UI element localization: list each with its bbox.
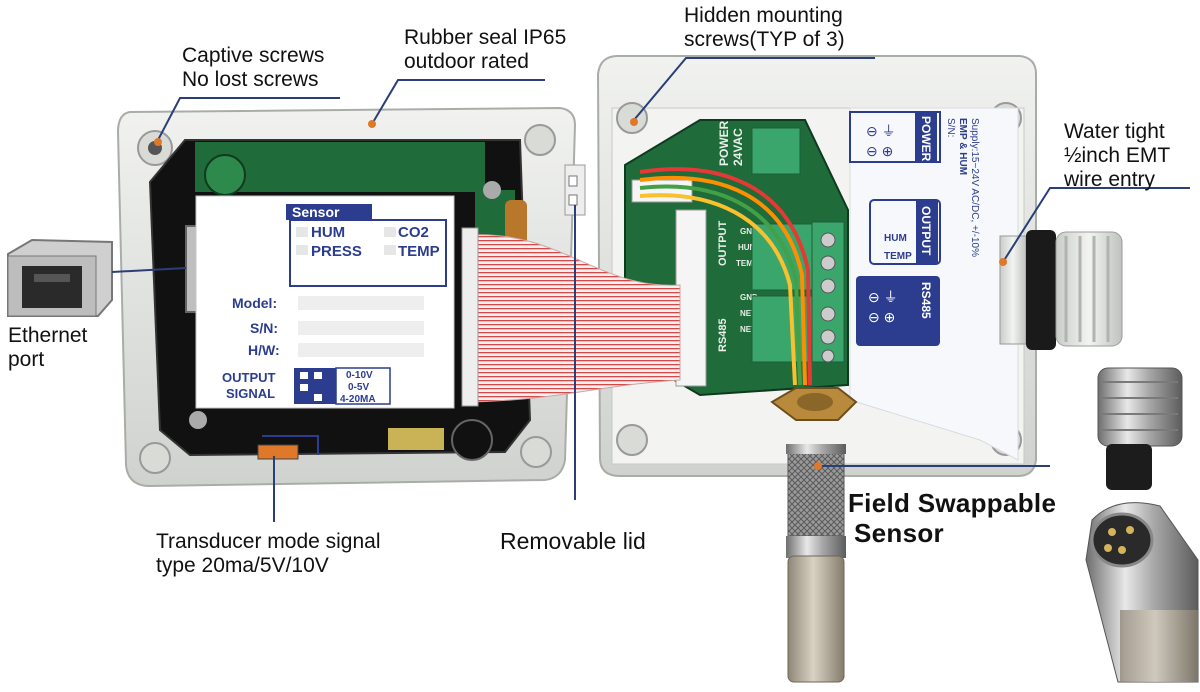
terminal-net-1: NET [740,309,756,318]
option-temp: TEMP [398,243,440,260]
pcb-output-label: OUTPUT [717,221,729,267]
terminal-gnd-1: GND [740,227,758,236]
callout-rubber-seal: Rubber seal IP65 outdoor rated [404,26,566,74]
label-rs485: RS485 [919,282,933,319]
field-sn: S/N: [250,320,278,336]
label-supply: Supply:15~24V AC/DC, +/-10% [969,118,980,257]
callout-ethernet: Ethernet port [8,324,87,372]
lid: Sensor HUM CO2 PRESS TEMP Model: S/N: H/… [116,106,577,488]
pcb-power-label: POWER [717,120,731,166]
label-temp: TEMP [884,251,912,262]
callout-removable-lid: Removable lid [500,528,646,554]
svg-text:⊖ ⏚: ⊖ ⏚ [866,123,896,139]
callout-ethernet-line2: port [8,348,45,371]
label-power: POWER [919,116,933,162]
terminal-gnd-2: GND [740,293,758,302]
sensor-probe [770,387,858,683]
callout-water-line1: Water tight [1064,120,1165,143]
callout-field-sensor: Field Swappable Sensor [848,488,1056,548]
lid-label-header: Sensor [292,204,340,220]
label-hum: HUM [884,233,907,244]
svg-text:⊖ ⊕: ⊖ ⊕ [868,309,895,325]
callout-hidden-line1: Hidden mounting [684,4,843,27]
signal-type-0-10v: 0-10V [346,370,373,381]
callout-transducer-line2: type 20ma/5V/10V [156,554,329,577]
terminal-blocks [751,127,845,363]
callout-water-tight: Water tight ½inch EMT wire entry [1064,120,1170,192]
callout-hidden-line2: screws(TYP of 3) [684,28,845,51]
callout-hidden-screws: Hidden mounting screws(TYP of 3) [684,4,845,52]
label-sn: S/N: [945,118,956,137]
callout-captive-line2: No lost screws [182,68,319,91]
pcb-24vac-label: 24VAC [731,128,745,166]
field-hw: H/W: [248,342,280,358]
option-press: PRESS [311,243,362,260]
callout-rubber-line2: outdoor rated [404,50,529,73]
label-model: EMP & HUM [957,118,968,175]
m12-connector-female [1097,367,1183,490]
callout-captive-screws: Captive screws No lost screws [182,44,324,92]
callout-captive-line1: Captive screws [182,44,325,67]
hidden-mounting-screw [616,102,648,134]
label-output: OUTPUT [919,206,933,256]
callout-rubber-line1: Rubber seal IP65 [404,26,567,49]
callout-field-line1: Field Swappable [848,488,1057,518]
callout-ethernet-line1: Ethernet [8,324,88,347]
signal-type-0-5v: 0-5V [348,382,369,393]
device-label: POWER ⊖ ⏚ ⊖ ⊕ EMP & HUM Supply:15~24V AC… [849,107,1019,461]
callout-dots [154,118,1007,470]
callout-removable-text: Removable lid [500,528,646,554]
sensor-wires [639,167,812,386]
callout-water-line2: ½inch EMT [1064,144,1171,167]
terminal-temp: TEMP [736,259,759,268]
captive-screw [137,130,173,166]
lid-label: Sensor HUM CO2 PRESS TEMP Model: S/N: H/… [195,195,455,409]
pcb-rs485-label: RS485 [717,318,729,352]
terminal-net-2: NET [740,325,756,334]
callout-transducer-line1: Transducer mode signal [156,530,381,553]
callout-transducer: Transducer mode signal type 20ma/5V/10V [156,530,381,578]
terminal-hum: HUM [738,243,757,252]
svg-text:⊖ ⏚: ⊖ ⏚ [868,289,898,305]
output-signal-line1: OUTPUT [222,370,276,385]
option-co2: CO2 [398,224,429,241]
signal-type-4-20ma: 4-20MA [340,394,376,405]
callout-water-line3: wire entry [1064,168,1156,191]
svg-text:⊖ ⊕: ⊖ ⊕ [866,143,893,159]
m12-connector-male [1085,502,1199,683]
ethernet-jack-closeup [7,238,113,317]
cable-gland [999,230,1123,350]
output-signal-line2: SIGNAL [226,386,275,401]
field-model: Model: [232,295,277,311]
callout-field-line2: Sensor [854,518,944,548]
option-hum: HUM [311,224,345,241]
callout-lines [111,57,1190,522]
